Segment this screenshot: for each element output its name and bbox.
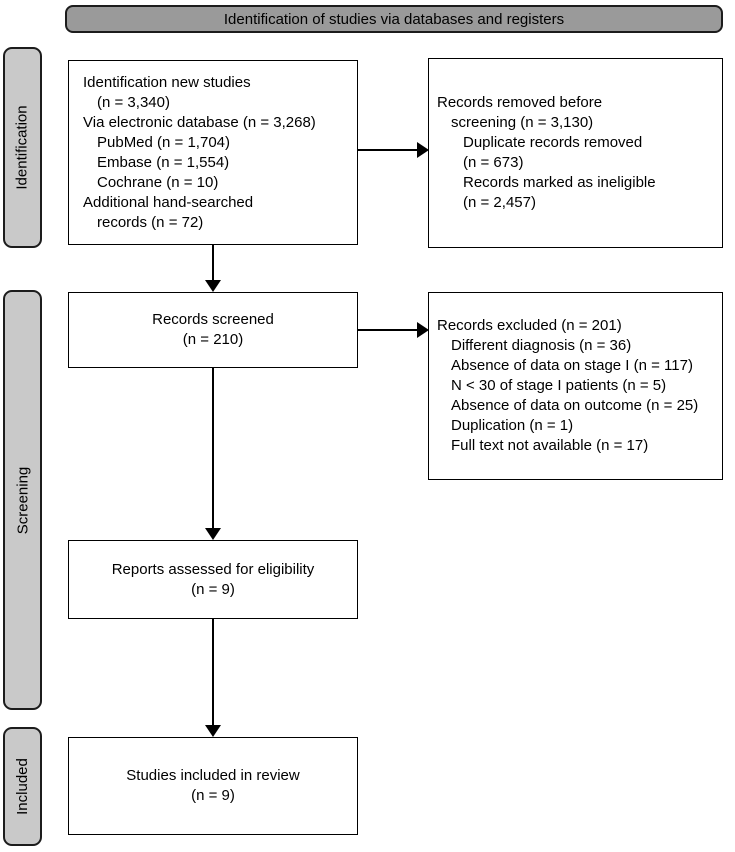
stage-included: Included — [3, 727, 42, 846]
box-line: N < 30 of stage I patients (n = 5) — [451, 377, 667, 394]
box-line: Embase (n = 1,554) — [97, 153, 230, 171]
box-line: Studies included in review — [126, 767, 300, 784]
box-line: (n = 210) — [182, 331, 244, 348]
arrow-line — [212, 619, 214, 727]
box-line: (n = 9) — [191, 580, 235, 598]
box-line: Duplication (n = 1) — [451, 417, 574, 434]
stage-screening: Screening — [3, 290, 42, 710]
arrowhead-down-icon — [205, 528, 221, 540]
box-line: Records removed before — [437, 94, 603, 111]
arrow-line — [212, 245, 214, 282]
stage-identification: Identification — [3, 47, 42, 248]
box-line: PubMed (n = 1,704) — [97, 133, 231, 151]
box-line: Records screened — [152, 311, 274, 328]
box-line: Absence of data on outcome (n = 25) — [451, 397, 699, 414]
box-line: (n = 673) — [463, 154, 524, 171]
arrowhead-down-icon — [205, 280, 221, 292]
box-line: screening (n = 3,130) — [451, 114, 594, 131]
arrow-line — [358, 149, 418, 151]
box-line: Records excluded (n = 201) — [437, 317, 622, 334]
box-line: Duplicate records removed — [463, 134, 643, 151]
arrowhead-right-icon — [417, 322, 429, 338]
flow-box-records-screened: Records screened (n = 210) — [68, 292, 358, 368]
arrowhead-down-icon — [205, 725, 221, 737]
box-line: (n = 3,340) — [97, 93, 170, 111]
arrowhead-right-icon — [417, 142, 429, 158]
flow-box-identification-sources: Identification new studies (n = 3,340) V… — [68, 60, 358, 245]
stage-included-label: Included — [14, 758, 31, 815]
box-line: Additional hand-searched — [83, 193, 254, 211]
arrow-line — [358, 329, 418, 331]
flow-box-studies-included: Studies included in review (n = 9) — [68, 737, 358, 835]
stage-identification-label: Identification — [14, 105, 32, 190]
flow-box-reports-assessed: Reports assessed for eligibility (n = 9) — [68, 540, 358, 619]
box-line: records (n = 72) — [97, 213, 204, 231]
box-line: Via electronic database (n = 3,268) — [83, 113, 316, 131]
stage-screening-label: Screening — [14, 466, 32, 534]
diagram-title-bar: Identification of studies via databases … — [65, 5, 723, 33]
box-line: (n = 9) — [191, 787, 235, 804]
flow-box-records-removed: Records removed before screening (n = 3,… — [428, 58, 723, 248]
box-line: Absence of data on stage I (n = 117) — [451, 357, 693, 374]
arrow-line — [212, 368, 214, 530]
box-line: Different diagnosis (n = 36) — [451, 337, 632, 354]
box-line: Reports assessed for eligibility — [111, 560, 315, 578]
diagram-title: Identification of studies via databases … — [223, 10, 565, 28]
flow-box-records-excluded: Records excluded (n = 201) Different dia… — [428, 292, 723, 480]
box-line: Full text not available (n = 17) — [451, 437, 649, 454]
box-line: Identification new studies — [83, 73, 251, 91]
box-line: Records marked as ineligible — [463, 174, 656, 191]
box-line: (n = 2,457) — [463, 194, 536, 211]
box-line: Cochrane (n = 10) — [97, 173, 219, 191]
